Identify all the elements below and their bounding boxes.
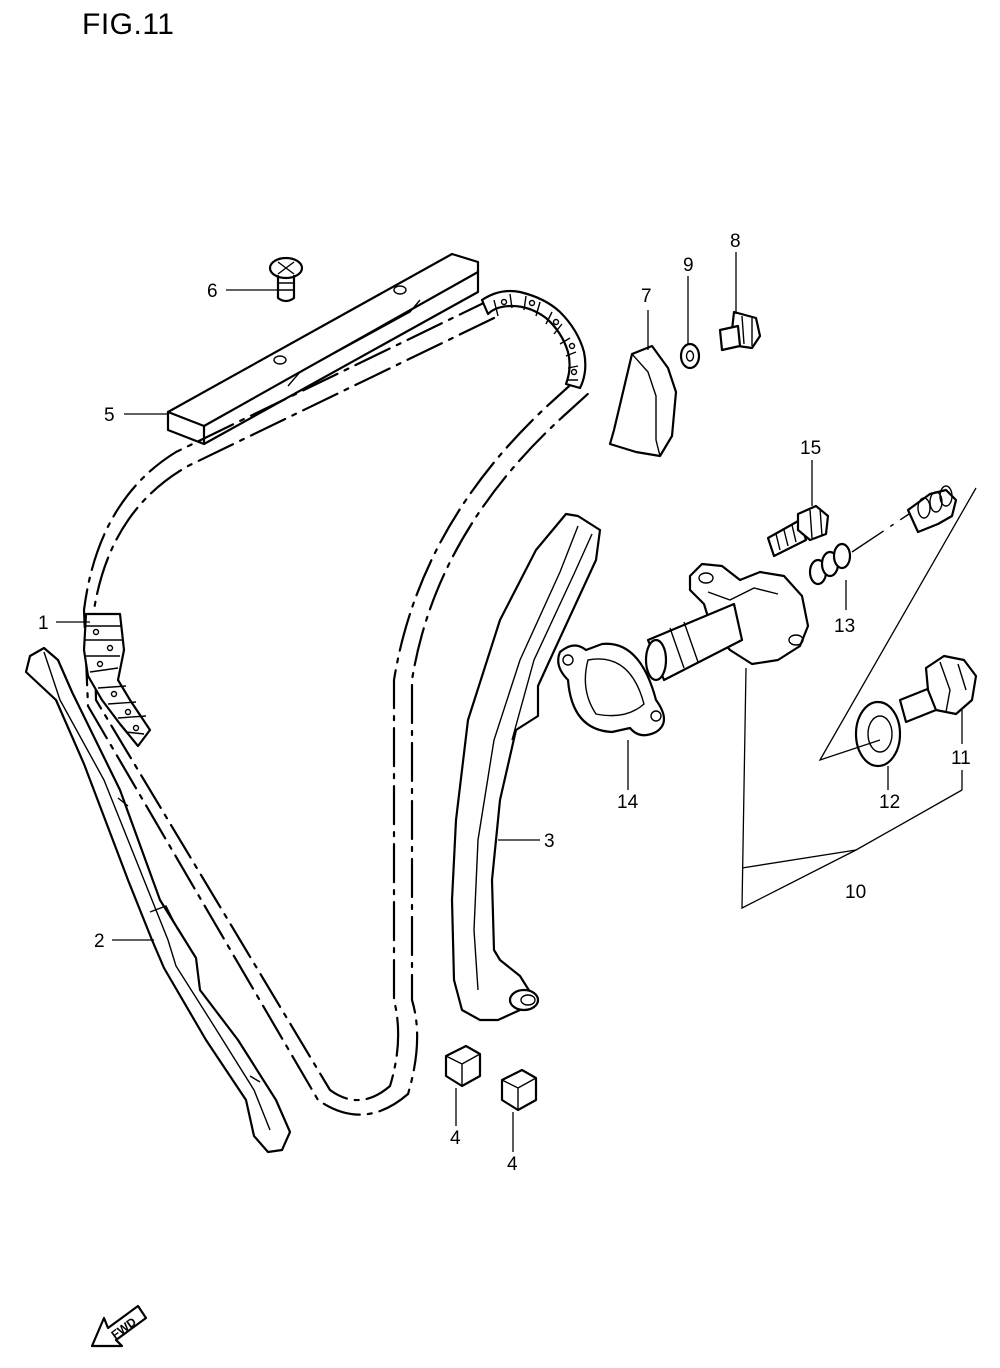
tensioner-guide [450,512,602,1022]
callout-12: 12 [879,792,900,813]
callout-8: 8 [730,231,741,252]
callout-11: 11 [951,748,971,769]
figure-title: FIG.11 [82,8,175,41]
forward-arrow-icon: FWD [90,1304,148,1348]
callout-9: 9 [683,255,694,276]
guide-pad [608,344,678,458]
callout-3: 3 [544,831,555,852]
tensioner-gasket [557,642,666,737]
callout-10: 10 [845,882,866,903]
callout-1: 1 [38,613,49,634]
cushion-1 [444,1044,482,1088]
upper-chain-guide [166,252,480,446]
leader-lines [56,252,977,1152]
plug-bolt [898,654,978,724]
washer [679,342,701,370]
callout-6: 6 [207,281,218,302]
callout-15: 15 [800,438,821,459]
callout-2: 2 [94,931,105,952]
bolt-8 [718,310,762,352]
callout-labels: 1 2 3 4 4 5 6 7 8 9 10 11 12 13 14 15 [38,231,971,1175]
gasket-washer [854,700,902,768]
bolt-15 [766,504,830,558]
callout-7: 7 [641,286,652,307]
guide-screw [268,256,304,303]
callout-14: 14 [617,792,639,813]
tensioner-spring [808,485,958,586]
tensioner-adjuster [644,562,810,682]
callout-13: 13 [834,616,855,637]
callout-4a: 4 [450,1128,461,1149]
cushion-2 [500,1068,538,1112]
rear-chain-guide [24,646,292,1154]
callout-4b: 4 [507,1154,518,1175]
callout-5: 5 [104,405,115,426]
cam-chain [82,289,592,1116]
